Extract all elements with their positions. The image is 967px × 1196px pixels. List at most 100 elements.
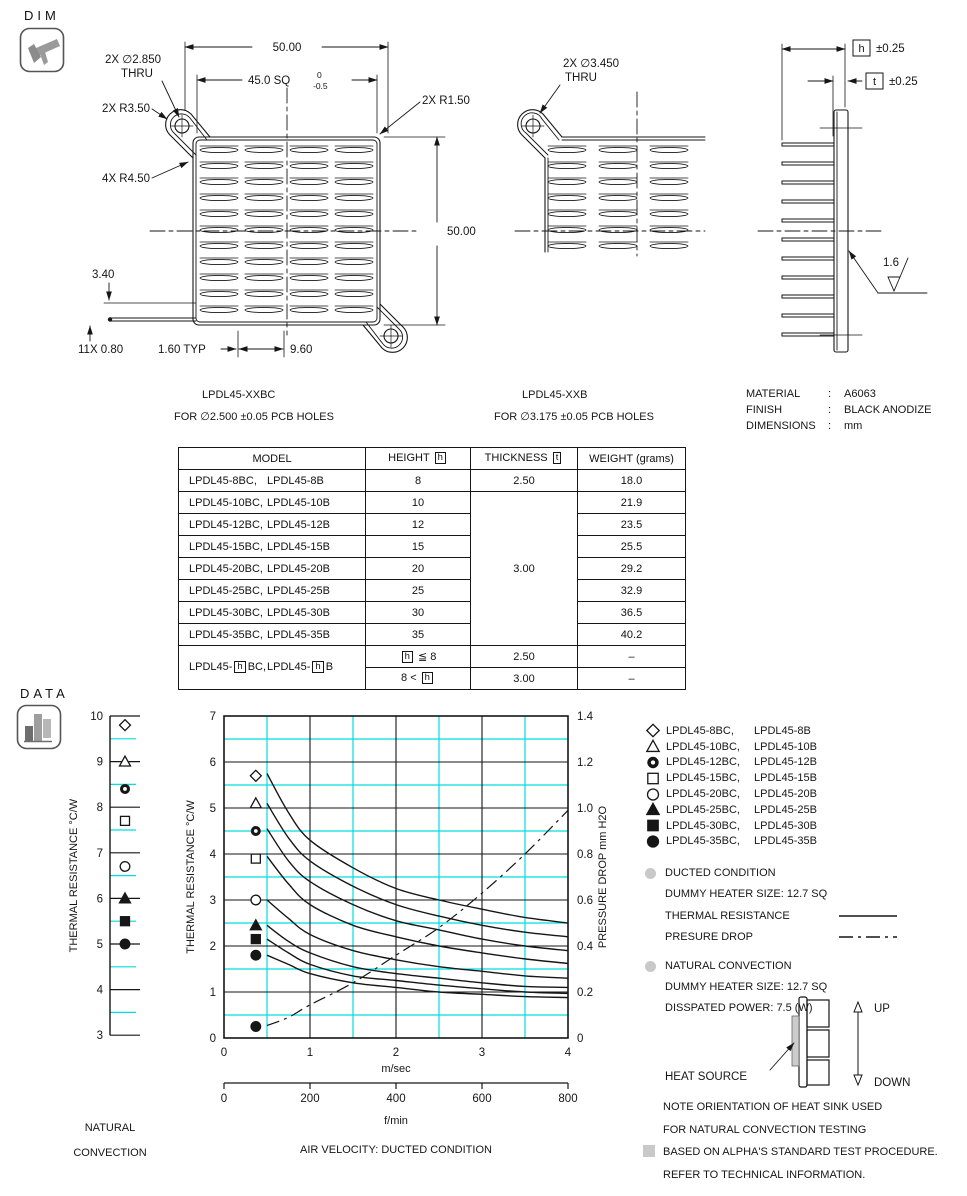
svg-text:1: 1	[307, 1047, 313, 1059]
svg-text:0: 0	[210, 1033, 216, 1045]
spec-cell: h ≦ 8	[365, 645, 471, 668]
dim-hole-thru: THRU	[565, 72, 597, 84]
triangle-filled-icon	[645, 802, 661, 816]
material-label: MATERIAL	[746, 388, 801, 400]
spec-cell: 35	[365, 623, 471, 646]
partial-view-drawing: 2X ∅3.450 THRU	[514, 58, 706, 257]
square-filled-icon	[647, 819, 659, 832]
orientation-note: NOTE ORIENTATION OF HEAT SINK USED FOR N…	[663, 1096, 882, 1142]
marker-square-open	[250, 853, 261, 864]
spec-cell: 23.5	[577, 513, 686, 536]
legend-item: LPDL45-12BC,LPDL45-12B	[645, 755, 817, 771]
legend-model-bc: LPDL45-15BC,	[666, 772, 740, 785]
svg-text:0: 0	[577, 1033, 583, 1045]
svg-text:600: 600	[472, 1093, 491, 1105]
test-conditions: DUCTED CONDITION DUMMY HEATER SIZE: 12.7…	[645, 862, 897, 1019]
dim-thickness-tol: ±0.25	[889, 76, 918, 88]
top-view-dimensions: 50.00 45.0 SQ 0 -0.5 2X ∅2.850 THRU 2X R…	[78, 41, 476, 358]
circle-bullseye-icon	[647, 756, 659, 769]
spec-col-header: THICKNESS t	[470, 447, 578, 470]
legend-item: LPDL45-20BC,LPDL45-20B	[645, 786, 817, 802]
dim-section-label: DIM	[24, 8, 60, 23]
marker-circle-open	[250, 894, 262, 906]
spec-cell: 21.9	[577, 491, 686, 514]
dash-dot-line-sample	[839, 935, 897, 938]
natural-power: DISSPATED POWER: 7.5 (W)	[665, 1002, 813, 1014]
legend-model-b: LPDL45-30B	[754, 819, 817, 832]
spec-cell: 30	[365, 601, 471, 624]
svg-text:PRESSURE DROP mm H2O: PRESSURE DROP mm H2O	[597, 805, 609, 948]
marker-circle-bullseye	[120, 783, 130, 794]
spec-cell: LPDL45-25BC,LPDL45-25B	[178, 579, 366, 602]
spec-cell: 8 < h	[365, 667, 471, 690]
curve-LPDL45-25B	[266, 924, 569, 989]
side-view-drawing: h ±0.25 t ±0.25 1.6	[757, 39, 928, 353]
procedure-note: BASED ON ALPHA'S STANDARD TEST PROCEDURE…	[663, 1141, 938, 1187]
marker-circle-filled	[119, 938, 131, 950]
svg-text:2: 2	[393, 1047, 399, 1059]
bar-chart-icon	[16, 704, 62, 750]
svg-text:4: 4	[97, 985, 104, 997]
material-info: MATERIAL : A6063 FINISH : BLACK ANODIZE …	[746, 386, 931, 434]
curve-LPDL45-20B	[266, 899, 569, 979]
legend-model-b: LPDL45-35B	[754, 835, 817, 848]
legend-model-b: LPDL45-15B	[754, 772, 817, 785]
spec-cell: –	[577, 645, 686, 668]
legend-model-bc: LPDL45-10BC,	[666, 740, 740, 753]
spec-cell: 8	[365, 469, 471, 492]
natural-convection-title: NATURAL CONVECTION	[645, 955, 897, 977]
spec-cell: LPDL45-30BC,LPDL45-30B	[178, 601, 366, 624]
legend-item: LPDL45-35BC,LPDL45-35B	[645, 834, 817, 850]
dim-fin-square-tol-lower: -0.5	[313, 81, 328, 91]
up-down-arrow: UP DOWN	[853, 1000, 910, 1089]
svg-text:AIR VELOCITY: DUCTED CONDITIO: AIR VELOCITY: DUCTED CONDITION	[300, 1144, 492, 1156]
dim-slot-pitch: 9.60	[290, 344, 312, 356]
spec-cell: 18.0	[577, 469, 686, 492]
marker-circle-open	[119, 861, 131, 872]
legend-model-b: LPDL45-8B	[754, 724, 811, 737]
finish-label: FINISH	[746, 404, 783, 416]
marker-circle-bullseye	[250, 826, 261, 836]
spec-cell: 3.00	[470, 491, 578, 646]
caliper-icon	[19, 27, 65, 73]
up-arrow-icon	[853, 1000, 863, 1013]
dim-base-offset: 3.40	[92, 269, 114, 281]
svg-text:THERMAL RESISTANCE °C/W: THERMAL RESISTANCE °C/W	[68, 798, 80, 952]
boxed-letter: h	[234, 661, 246, 673]
dim-hole-thru: THRU	[121, 68, 153, 80]
dim-inner-radius: 4X R4.50	[102, 173, 150, 185]
svg-text:3: 3	[210, 895, 216, 907]
dim-overall-width: 50.00	[273, 42, 302, 54]
heat-source-block	[791, 1015, 800, 1067]
curve-LPDL45-12B	[266, 828, 569, 952]
solid-line-sample	[839, 914, 897, 917]
top-view-drawing: 50.00 45.0 SQ 0 -0.5 2X ∅2.850 THRU 2X R…	[78, 41, 476, 358]
bc-hole-note: FOR ∅2.500 ±0.05 PCB HOLES	[174, 411, 334, 423]
dim-fin-thickness: 11X 0.80	[78, 344, 123, 356]
marker-diamond-open	[645, 723, 661, 739]
marker-circle-filled	[250, 949, 262, 961]
svg-text:400: 400	[386, 1093, 405, 1105]
finish-row: FINISH : BLACK ANODIZE	[746, 404, 932, 416]
boxed-letter: h	[421, 672, 433, 684]
bc-model-name: LPDL45-XXBC	[202, 389, 276, 401]
data-section-label: DATA	[20, 686, 69, 701]
orientation-figure: HEAT SOURCE UP DOWN	[665, 996, 910, 1089]
dim-corner-radius: 2X R1.50	[422, 95, 470, 107]
svg-text:0.4: 0.4	[577, 941, 594, 953]
marker-triangle-filled	[645, 802, 661, 816]
gray-bullet-icon	[645, 867, 656, 879]
natural-caption-line1: NATURAL	[84, 1122, 136, 1134]
spec-cell: 2.50	[470, 469, 578, 492]
material-value: A6063	[844, 388, 876, 400]
spec-cell: 3.00	[470, 667, 578, 690]
marker-triangle-open	[249, 796, 263, 809]
svg-text:6: 6	[97, 893, 103, 905]
